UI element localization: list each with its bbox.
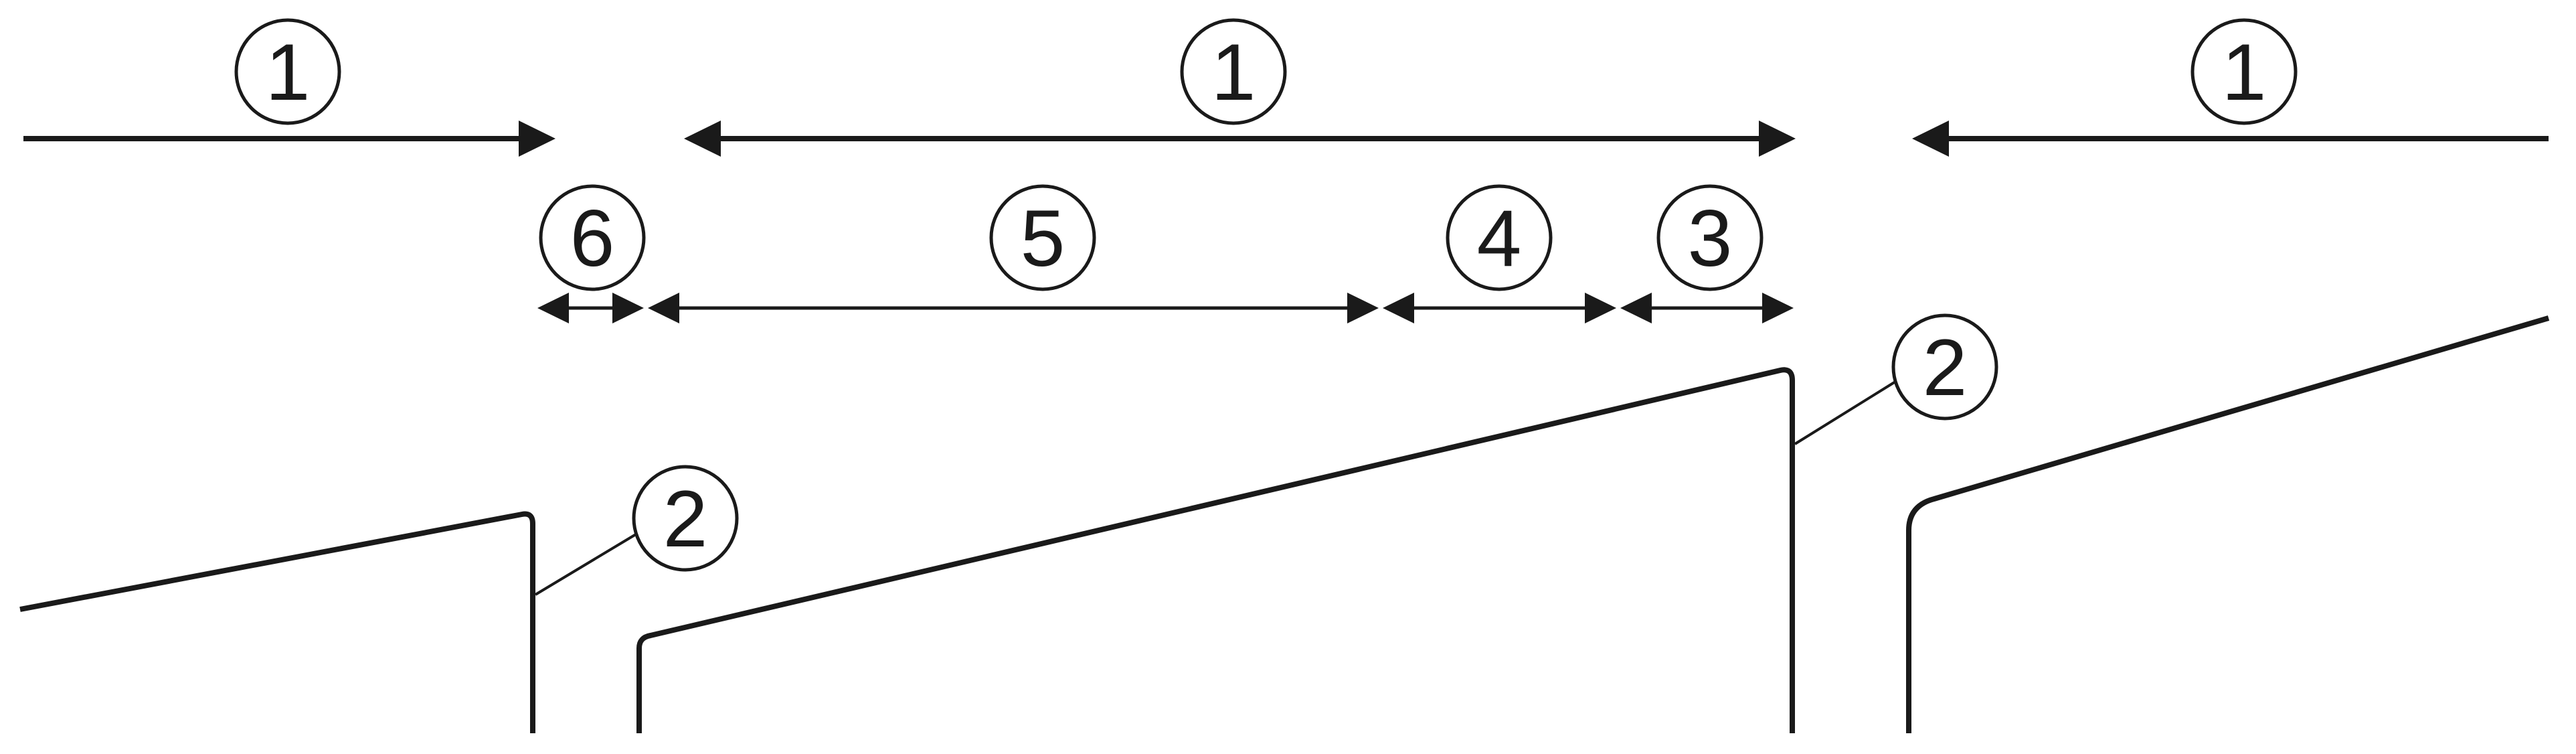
label-circle-1-left: 1 <box>234 18 341 125</box>
label-circle-5: 5 <box>989 184 1096 291</box>
arrow-1-middle <box>684 121 1796 157</box>
dimension-arrow-4 <box>1383 293 1616 323</box>
arrow-1-left <box>23 121 555 157</box>
label-2-right-text: 2 <box>1923 323 1968 412</box>
label-circle-1-right: 1 <box>2191 18 2298 125</box>
arrow-1-right <box>1912 121 2549 157</box>
label-1-right-text: 1 <box>2222 27 2267 117</box>
dimension-arrow-5 <box>648 293 1379 323</box>
label-1-left-text: 1 <box>266 27 311 117</box>
label-circle-4: 4 <box>1446 184 1553 291</box>
roof-profile-right <box>1906 315 2550 733</box>
label-6-text: 6 <box>570 194 615 283</box>
label-5-text: 5 <box>1021 194 1065 283</box>
label-circle-2-right: 2 <box>1891 313 1998 421</box>
leader-line-2-left <box>534 533 637 596</box>
label-3-text: 3 <box>1688 194 1733 283</box>
label-circle-3: 3 <box>1656 184 1764 291</box>
roof-profile-left <box>19 511 535 733</box>
label-circle-6: 6 <box>539 184 646 291</box>
leader-line-2-right <box>1794 380 1897 445</box>
label-circle-1-middle: 1 <box>1180 18 1287 125</box>
label-2-left-text: 2 <box>663 474 708 564</box>
roof-profile-middle <box>636 367 1795 733</box>
label-4-text: 4 <box>1477 194 1522 283</box>
label-1-middle-text: 1 <box>1211 27 1256 117</box>
label-circle-2-left: 2 <box>632 465 739 572</box>
dimension-arrow-6 <box>537 293 644 323</box>
dimension-arrow-3 <box>1620 293 1794 323</box>
